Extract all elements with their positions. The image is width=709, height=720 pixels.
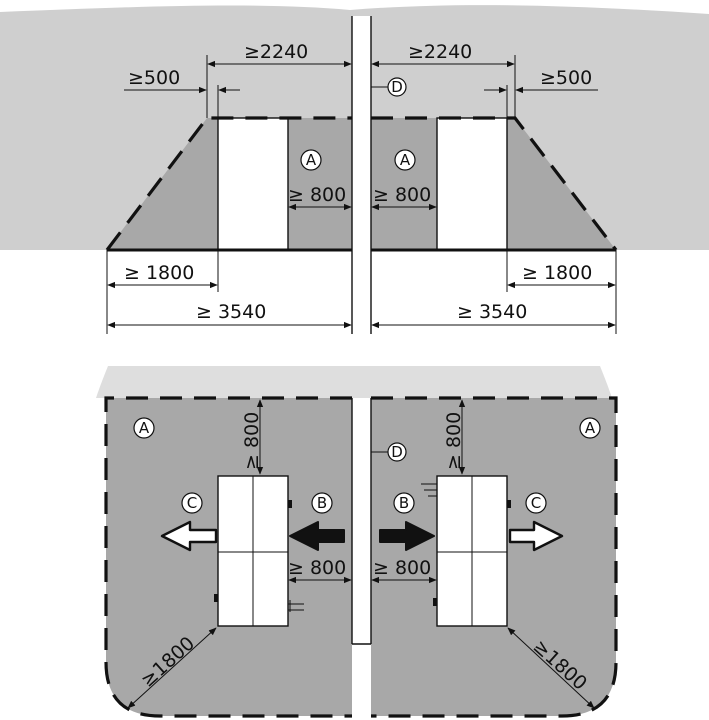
diag-dim-left bbox=[127, 627, 217, 709]
dim-wall-left: ≥2240 bbox=[244, 41, 308, 63]
dim-gap-right: ≥ 800 bbox=[373, 184, 431, 206]
bottom-light-band bbox=[96, 366, 612, 398]
intake-arrow-right-icon bbox=[379, 521, 435, 551]
bottom-view: ≥ 800 ≥ 800 ≥ 800 ≥ 800 ≥1800 ≥1800 A A … bbox=[96, 366, 618, 718]
dashed-boundary-bottom-right bbox=[371, 396, 618, 718]
dim-top-right-bottom: ≥ 800 bbox=[443, 412, 465, 470]
unit-right-top bbox=[436, 117, 508, 251]
unit-left-top bbox=[217, 117, 289, 251]
unit-left-bottom bbox=[214, 475, 304, 627]
svg-text:D: D bbox=[391, 443, 403, 461]
unit-right-bottom bbox=[421, 475, 511, 627]
marker-c-right: C bbox=[525, 492, 547, 514]
svg-text:A: A bbox=[139, 419, 150, 437]
dim-base-left: ≥ 1800 bbox=[124, 262, 194, 284]
svg-text:A: A bbox=[585, 419, 596, 437]
dim-mid-right-bottom: ≥ 800 bbox=[373, 557, 431, 579]
dashed-boundary-left bbox=[105, 116, 352, 251]
dim-edge-left: ≥500 bbox=[128, 67, 180, 89]
svg-text:D: D bbox=[391, 78, 403, 96]
top-view: ≥2240 ≥2240 ≥500 ≥500 ≥ 800 ≥ 800 ≥ 1800… bbox=[0, 5, 709, 334]
dim-gap-left: ≥ 800 bbox=[288, 184, 346, 206]
dim-edge-right: ≥500 bbox=[540, 67, 592, 89]
wall-d-top bbox=[352, 16, 371, 334]
marker-a-top-right: A bbox=[394, 149, 416, 171]
svg-text:B: B bbox=[399, 494, 409, 512]
marker-b-right: B bbox=[393, 492, 415, 514]
marker-c-left: C bbox=[181, 492, 203, 514]
svg-text:A: A bbox=[400, 151, 411, 169]
dashed-boundary-bottom-left bbox=[104, 396, 352, 718]
svg-text:B: B bbox=[317, 494, 327, 512]
dim-total-left: ≥ 3540 bbox=[196, 301, 266, 323]
svg-text:A: A bbox=[306, 151, 317, 169]
exhaust-arrow-right-icon bbox=[508, 520, 564, 552]
marker-d-bottom: D bbox=[371, 442, 407, 462]
dim-mid-left-bottom: ≥ 800 bbox=[288, 557, 346, 579]
marker-a-bottom-left: A bbox=[133, 417, 155, 439]
wall-d-bottom bbox=[352, 398, 371, 644]
intake-arrow-left-icon bbox=[289, 521, 345, 551]
diag-dim-right bbox=[507, 627, 595, 709]
svg-text:C: C bbox=[187, 494, 197, 512]
marker-b-left: B bbox=[311, 492, 333, 514]
marker-d-top: D bbox=[371, 77, 407, 97]
marker-a-top-left: A bbox=[300, 149, 322, 171]
dim-base-right: ≥ 1800 bbox=[522, 262, 592, 284]
exhaust-arrow-left-icon bbox=[160, 520, 218, 552]
svg-text:C: C bbox=[531, 494, 541, 512]
marker-a-bottom-right: A bbox=[579, 417, 601, 439]
dim-top-left-bottom: ≥ 800 bbox=[241, 412, 263, 470]
dim-total-right: ≥ 3540 bbox=[457, 301, 527, 323]
dim-wall-right: ≥2240 bbox=[408, 41, 472, 63]
